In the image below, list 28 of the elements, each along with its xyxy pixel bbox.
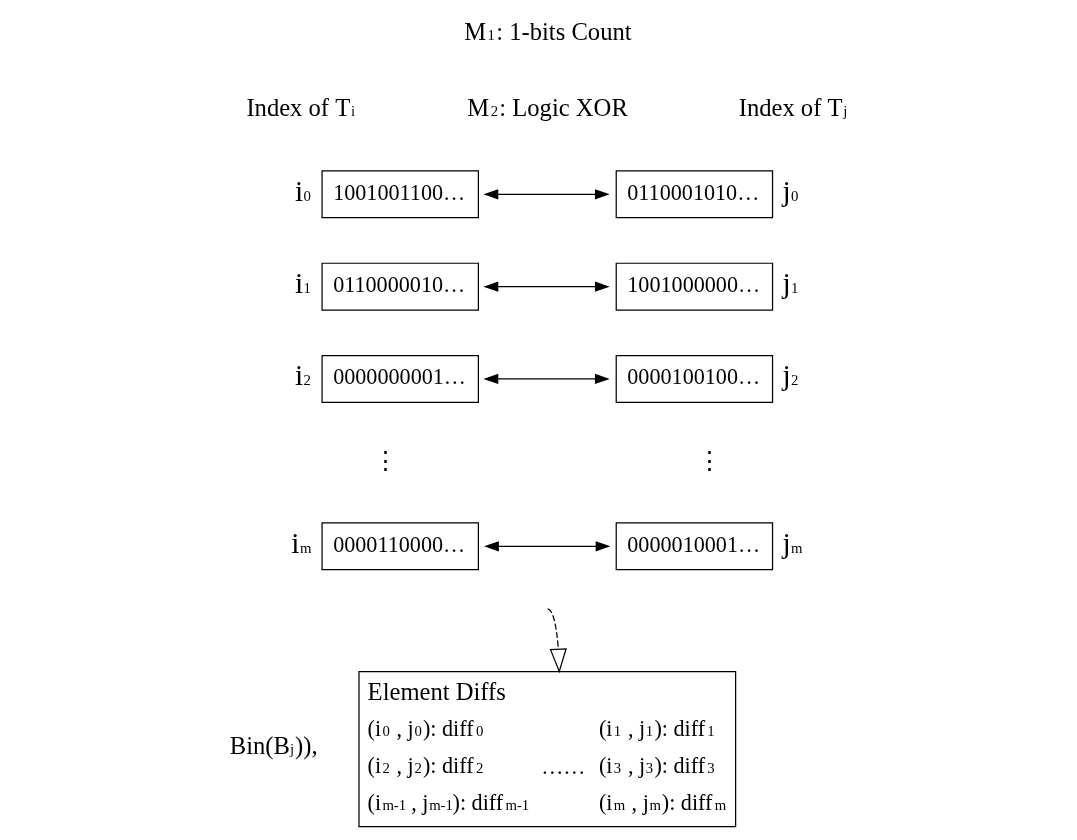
arrow <box>483 189 610 200</box>
node-box: Element Diffs (i0 , j0): diff0 (i1 , j1): diff1 (i2 , j2): diff2 …… (i3 , j3): diff3 (im-1 , jm-1): diffm-1 (im , jm): diffm <box>357 670 736 828</box>
node-label: i1 <box>294 267 311 300</box>
label: M1: 1-bits Count <box>463 18 632 46</box>
node-label: im <box>290 526 311 559</box>
label: Index of Tj <box>738 93 847 121</box>
node-box: 1001001100… <box>320 170 479 219</box>
node-label: j0 <box>781 174 798 207</box>
node-box: 0000010001… <box>615 522 773 571</box>
node-box: 1001000000… <box>615 262 773 311</box>
label: Bin(Bj)), <box>229 731 318 759</box>
node-label: i0 <box>294 174 311 207</box>
node-label: jm <box>781 526 802 559</box>
arrow <box>483 541 610 552</box>
node-label: i2 <box>294 359 311 392</box>
node-box: 0000110000… <box>320 522 479 571</box>
label: M2: Logic XOR <box>466 93 628 121</box>
node-box: 0110001010… <box>615 170 773 219</box>
node-box: 0000100100… <box>615 354 773 403</box>
node-box: 0000000001… <box>320 354 479 403</box>
node-label: j2 <box>781 359 798 392</box>
label: ⋮ <box>372 446 398 474</box>
label: Index of Ti <box>245 93 355 121</box>
label: ⋮ <box>696 446 722 474</box>
arrow <box>483 373 610 385</box>
arrow <box>546 608 567 674</box>
arrow <box>483 281 610 292</box>
node-box: 0110000010… <box>320 262 479 311</box>
